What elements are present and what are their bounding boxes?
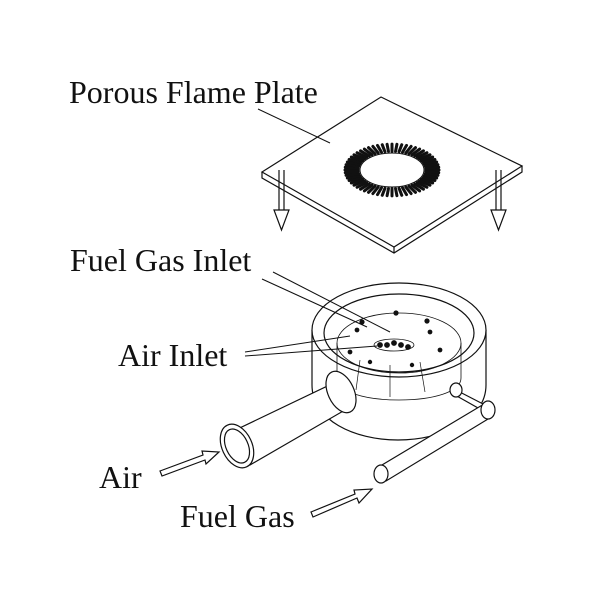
burner-hole <box>347 176 363 183</box>
burner-hole <box>344 172 361 177</box>
burner-hole <box>359 182 371 191</box>
fuel-gas-pipe <box>373 382 496 484</box>
burner-hole <box>359 149 371 158</box>
burner-hole <box>401 186 409 197</box>
air-inlet-label: Air Inlet <box>118 337 228 373</box>
burner-hole <box>421 176 437 183</box>
burner-hole <box>422 160 439 166</box>
fuel-gas-inlet-label: Fuel Gas Inlet <box>70 242 252 278</box>
burner-hole <box>397 143 404 154</box>
burner-hole <box>344 163 361 168</box>
air-label: Air <box>99 459 142 495</box>
burner-hole <box>394 187 399 198</box>
burner-housing <box>311 282 487 441</box>
burner-hole <box>423 163 440 168</box>
burner-hole <box>345 174 362 180</box>
burner-hole <box>367 184 377 194</box>
burner-hole <box>423 172 440 177</box>
inlet-nozzles <box>347 310 443 368</box>
hollow-arrow-icon <box>159 450 221 477</box>
burner-hole <box>413 182 425 191</box>
burner-hole <box>375 143 383 154</box>
burner-hole <box>404 185 413 196</box>
down-arrow-icon <box>273 170 290 232</box>
burner-hole <box>355 151 369 159</box>
burner-hole <box>352 179 366 187</box>
burner-hole <box>345 160 362 166</box>
burner-hole <box>375 186 383 197</box>
burner-hole <box>424 165 441 170</box>
fuel-gas-label: Fuel Gas <box>180 498 295 534</box>
burner-hole <box>385 187 390 198</box>
inlet-leader-lines <box>244 271 391 357</box>
burner-hole <box>407 184 417 194</box>
burner-hole <box>410 147 422 157</box>
down-arrow-icon <box>490 170 507 232</box>
burner-hole <box>355 181 369 189</box>
burner-hole <box>347 157 363 164</box>
burner-hole <box>407 146 417 156</box>
burner-hole <box>401 143 409 154</box>
burner-hole <box>343 170 360 175</box>
burner-hole <box>371 144 380 155</box>
burner-hole <box>415 181 429 189</box>
porous-flame-plate-label: Porous Flame Plate <box>69 74 318 110</box>
burner-hole <box>380 143 387 154</box>
burner-hole <box>410 183 422 193</box>
burner-hole <box>343 165 360 170</box>
burner-hole <box>424 170 441 175</box>
burner-hole <box>418 153 432 161</box>
burner-hole <box>418 179 432 187</box>
plate-leader-line <box>257 108 331 144</box>
burner-hole <box>404 144 413 155</box>
burner-hole <box>394 142 399 153</box>
burner-hole <box>413 149 425 158</box>
ring-inner-edge <box>359 152 425 188</box>
burner-hole <box>362 183 374 193</box>
burner-hole <box>421 157 437 164</box>
air-pipe <box>219 370 357 469</box>
burner-hole <box>380 186 387 197</box>
burner-hole <box>397 186 404 197</box>
burner-hole <box>419 155 435 163</box>
hollow-arrow-icon <box>310 488 374 518</box>
burner-hole-ring <box>343 142 441 198</box>
porous-flame-plate <box>260 96 524 254</box>
burner-hole <box>419 177 435 185</box>
burner-hole <box>415 151 429 159</box>
burner-hole <box>362 147 374 157</box>
burner-hole <box>367 146 377 156</box>
burner-hole <box>371 185 380 196</box>
burner-hole <box>352 153 366 161</box>
burner-hole <box>349 177 365 185</box>
burner-hole <box>349 155 365 163</box>
burner-hole <box>385 142 390 153</box>
burner-hole <box>422 174 439 180</box>
